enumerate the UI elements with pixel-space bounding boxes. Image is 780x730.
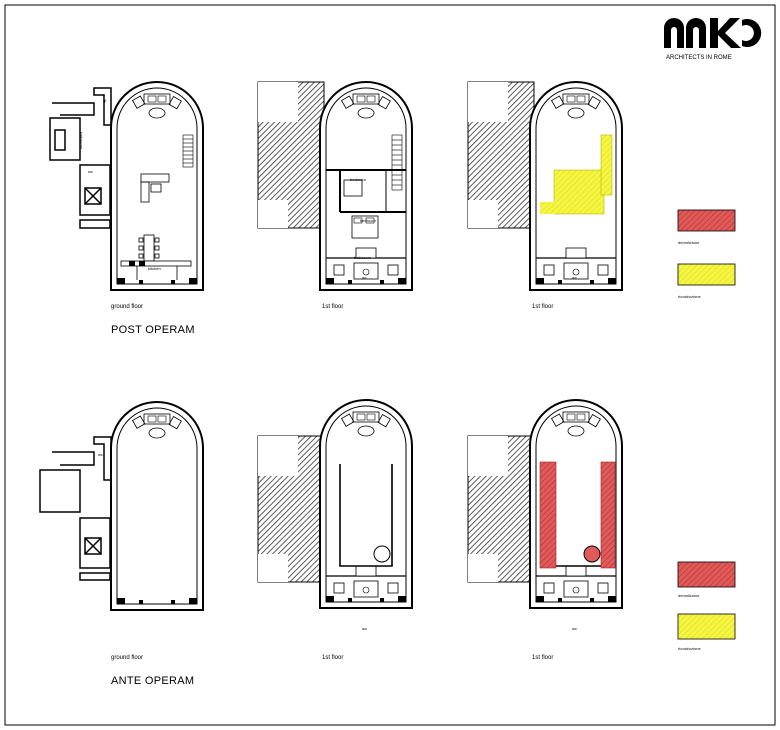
annex-post-ground (49, 87, 112, 229)
legend-bottom (677, 561, 736, 640)
room-label-bedroom-lower: bedroom (360, 218, 376, 223)
legend-demolition-swatch (677, 209, 736, 232)
legend-top-demolition-label: demolizione (678, 240, 700, 245)
reconstruction-stairs (600, 134, 613, 196)
room-label-wc-post-1st-colored: wc (572, 275, 577, 280)
legend-bottom-reconstruction-label: ricostruzione (678, 646, 701, 651)
room-label-wc-ante-1st: wc (362, 626, 367, 631)
plan-post-ground-floor (110, 81, 204, 291)
plan-ante-1st-floor (257, 399, 413, 609)
legend-top (677, 209, 736, 286)
plan-ante-ground-floor (110, 401, 204, 611)
caption-ante-ground-floor: ground floor (111, 655, 144, 661)
plan-post-1st-floor (257, 81, 413, 291)
caption-post-ground-floor: ground floor (111, 304, 144, 310)
demolition-column (583, 545, 601, 563)
caption-ante-1st-floor-colored: 1st floor (532, 655, 554, 661)
caption-post-1st-floor-colored: 1st floor (532, 304, 554, 310)
room-label-wc-ante-1st-colored: wc (572, 626, 577, 631)
caption-ante-1st-floor: 1st floor (322, 655, 344, 661)
legend-bottom-demolition-label: demolizione (678, 593, 700, 598)
room-label-wc: wc (88, 169, 93, 174)
room-label-gf: gf (103, 98, 107, 103)
legend-bottom-reconstruction-swatch (677, 613, 736, 640)
room-label-wc-ante-ground: wc (98, 452, 103, 457)
section-title-post: POST OPERAM (111, 324, 195, 336)
room-label-kitchen: kitchen (148, 266, 161, 271)
room-label-bathroom-upper: bathroom (354, 255, 371, 260)
legend-reconstruction-swatch (677, 263, 736, 286)
caption-post-1st-floor: 1st floor (322, 304, 344, 310)
reconstruction-area-1 (553, 169, 605, 215)
legend-top-reconstruction-label: ricostruzione (678, 294, 701, 299)
room-label-wc-post-1st: wc (362, 275, 367, 280)
reconstruction-area-2 (540, 202, 556, 214)
room-label-bedroom-upper: bedroom (350, 177, 366, 182)
annex-ante-ground (39, 436, 112, 581)
sheet-frame (4, 4, 776, 726)
room-label-bathroom: bathroom (79, 132, 84, 149)
legend-bottom-demolition-swatch (677, 561, 736, 588)
demolition-wall-right (600, 461, 616, 569)
plan-ante-1st-floor-colored (467, 399, 623, 609)
section-title-ante: ANTE OPERAM (111, 675, 195, 687)
brand-subtitle: ARCHITECTS IN ROME (666, 55, 732, 61)
demolition-wall-left (539, 461, 557, 569)
brand-logo (664, 18, 762, 48)
plan-post-1st-floor-colored (467, 81, 623, 291)
